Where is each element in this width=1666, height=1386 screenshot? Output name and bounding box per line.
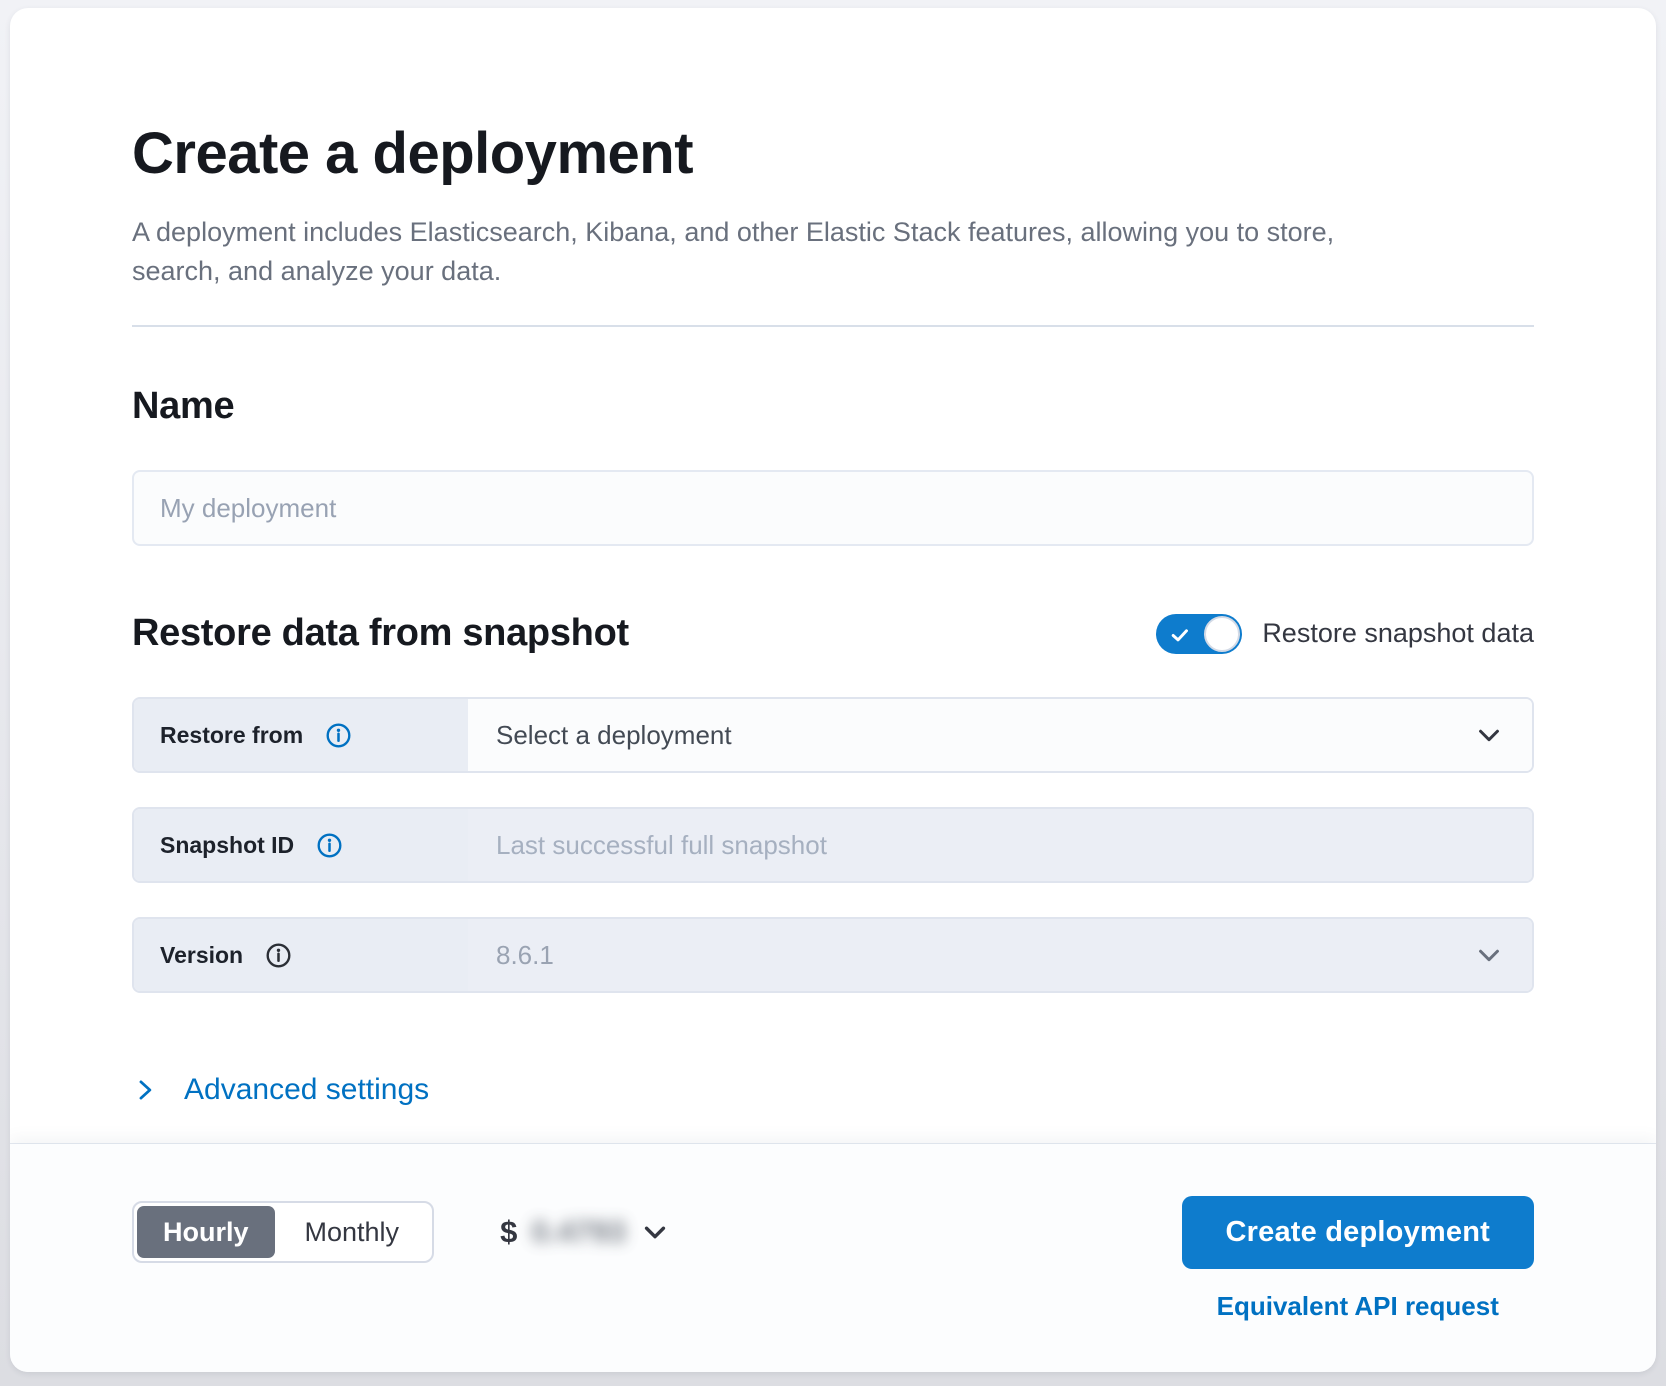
restore-toggle-group: Restore snapshot data — [1156, 613, 1534, 654]
page-title: Create a deployment — [132, 121, 694, 186]
info-icon[interactable] — [316, 832, 343, 859]
restore-toggle-label: Restore snapshot data — [1262, 618, 1534, 648]
monthly-button[interactable]: Monthly — [275, 1206, 430, 1258]
advanced-settings-label: Advanced settings — [184, 1073, 430, 1106]
restore-from-value: Select a deployment — [496, 719, 732, 750]
hourly-button[interactable]: Hourly — [137, 1206, 275, 1258]
restore-from-label: Restore from — [160, 721, 304, 748]
price-dropdown[interactable]: $ 0.4793 — [500, 1214, 670, 1250]
create-deployment-panel: Create a deployment A deployment include… — [10, 8, 1656, 1372]
version-label: Version — [160, 941, 244, 968]
version-row: Version 8.6.1 — [132, 917, 1534, 993]
restore-from-row: Restore from Select a deployment — [132, 697, 1534, 773]
chevron-down-icon — [1474, 940, 1504, 970]
info-icon[interactable] — [325, 722, 352, 749]
price-currency: $ — [500, 1214, 518, 1249]
version-label-cell: Version — [134, 919, 468, 991]
divider — [132, 325, 1534, 327]
restore-section-heading: Restore data from snapshot — [132, 612, 629, 654]
check-icon — [1167, 622, 1193, 648]
advanced-settings-link[interactable]: Advanced settings — [132, 1073, 429, 1107]
restore-from-select[interactable]: Select a deployment — [468, 699, 1532, 771]
chevron-down-icon — [1474, 720, 1504, 750]
restore-section-header: Restore data from snapshot Restore snaps… — [132, 612, 1534, 655]
snapshot-id-input[interactable] — [496, 829, 1504, 861]
version-select[interactable]: 8.6.1 — [468, 919, 1532, 991]
snapshot-id-field-cell — [468, 809, 1532, 881]
billing-price-group: Hourly Monthly $ 0.4793 — [132, 1201, 670, 1263]
restore-from-label-cell: Restore from — [134, 699, 468, 771]
snapshot-id-row: Snapshot ID — [132, 807, 1534, 883]
create-deployment-button[interactable]: Create deployment — [1181, 1196, 1534, 1269]
chevron-down-icon — [640, 1217, 670, 1247]
chevron-right-icon — [132, 1077, 158, 1103]
create-actions-group: Create deployment Equivalent API request — [1181, 1196, 1534, 1322]
equivalent-api-request-link[interactable]: Equivalent API request — [1216, 1291, 1499, 1321]
snapshot-id-label-cell: Snapshot ID — [134, 809, 468, 881]
page-subtitle: A deployment includes Elasticsearch, Kib… — [132, 217, 1335, 286]
name-section-heading: Name — [132, 385, 235, 427]
bottom-bar: Hourly Monthly $ 0.4793 Create deploymen… — [10, 1144, 1656, 1372]
version-value: 8.6.1 — [496, 939, 554, 970]
toggle-thumb — [1204, 615, 1241, 652]
price-amount-blurred: 0.4793 — [531, 1214, 627, 1249]
snapshot-id-label: Snapshot ID — [160, 831, 295, 858]
billing-interval-toggle: Hourly Monthly — [132, 1201, 435, 1263]
deployment-name-input[interactable] — [132, 470, 1534, 546]
restore-snapshot-toggle[interactable] — [1156, 613, 1243, 654]
info-icon[interactable] — [265, 942, 292, 969]
